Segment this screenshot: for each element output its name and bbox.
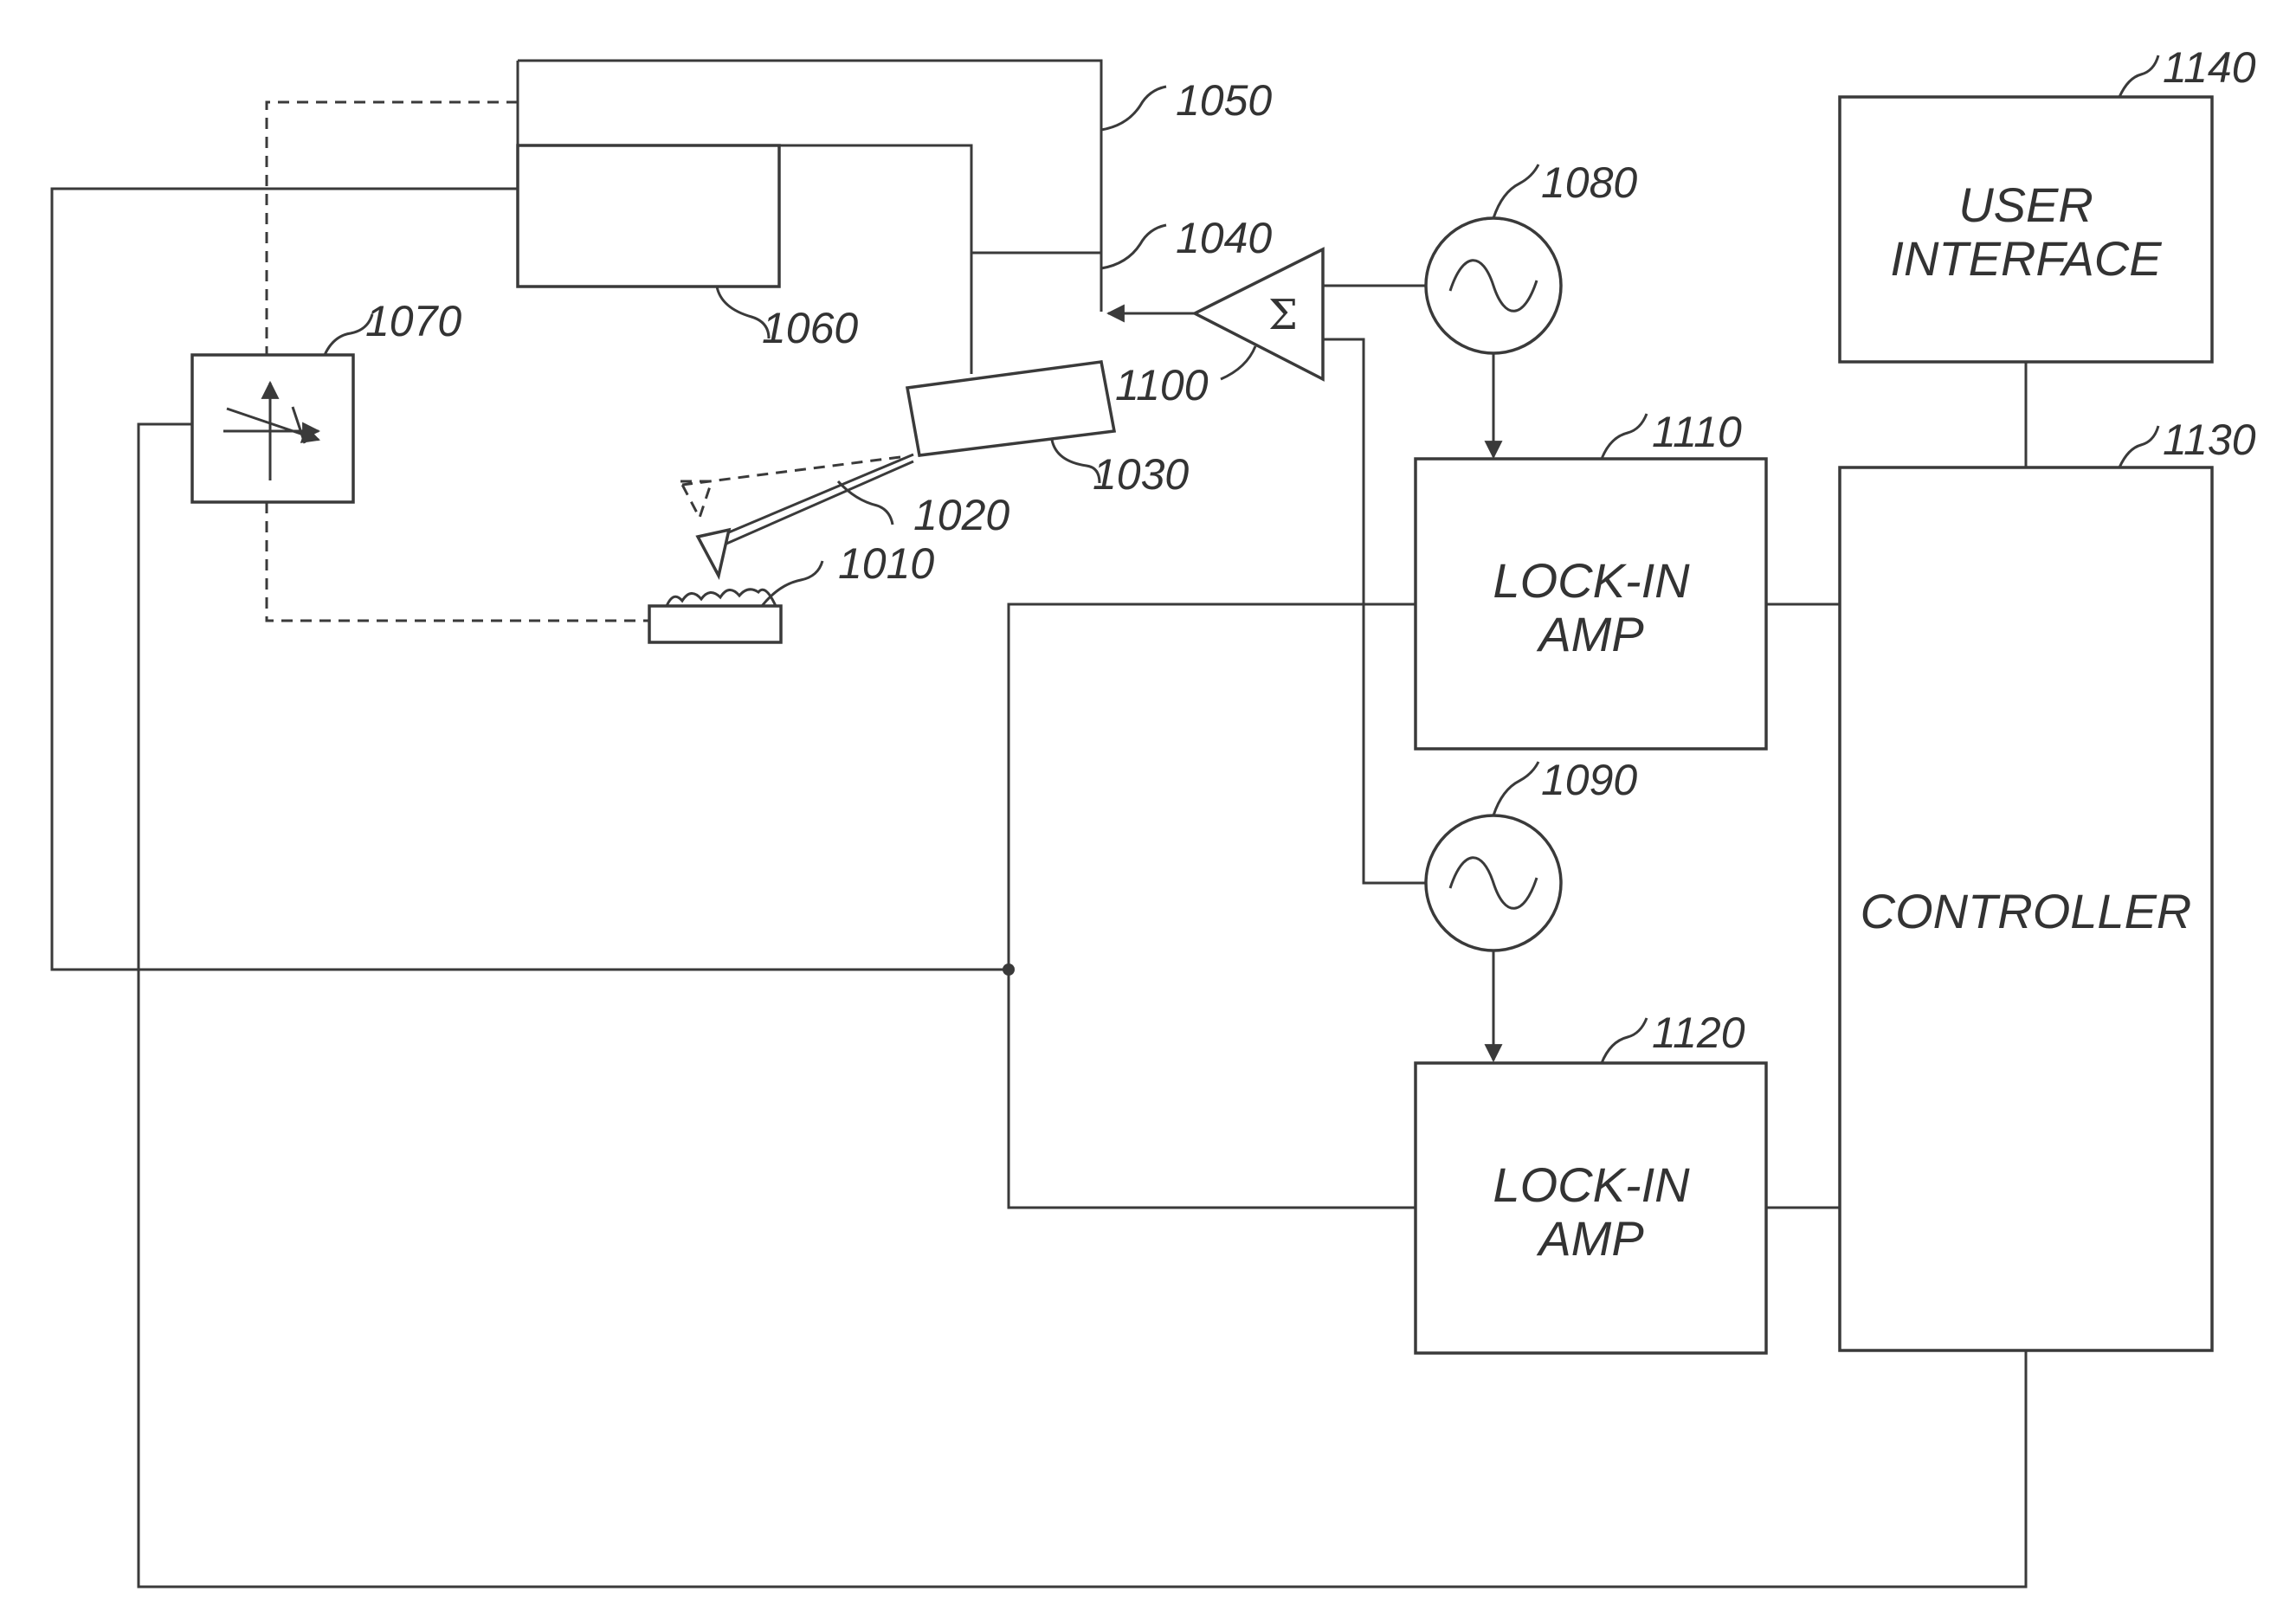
wire-bus-to-lockin1 [1009,604,1416,970]
ref-1070: 1070 [365,297,461,345]
wiring [52,102,2026,1587]
block-controller-1130: CONTROLLER [1840,467,2212,1350]
block-user-interface-1140: USER INTERFACE [1840,97,2212,362]
ref-1130: 1130 [2163,416,2256,464]
ref-1040: 1040 [1176,214,1272,262]
user-interface-label-1: USER [1958,177,2093,232]
leader-1110 [1602,414,1647,459]
detector-1070 [192,355,353,502]
ref-1010: 1010 [838,539,934,588]
ref-1050: 1050 [1176,76,1272,125]
probe-assembly [649,362,1114,642]
leader-1100 [1221,346,1255,379]
dashed-path-bottom [267,502,649,621]
lockin-1120-label-2: AMP [1536,1211,1643,1266]
leader-1090 [1493,762,1538,815]
leader-1040 [1101,225,1166,268]
scanner-assembly [518,61,1101,312]
sample-stage-1010 [649,606,781,642]
summer-sigma: Σ [1268,291,1298,339]
ref-1020: 1020 [913,491,1009,539]
ref-1110: 1110 [1652,408,1742,456]
leader-1080 [1493,164,1538,218]
probe-holder-1030 [907,362,1114,455]
leader-1060 [717,287,769,338]
oscillator-1090 [1426,815,1561,951]
summer-1100: Σ [1195,249,1323,379]
sample-surface-1010 [667,590,776,606]
cantilever-1020-lower [719,461,913,547]
wire-bus-to-lockin2 [1009,970,1416,1208]
leader-1050 [1101,87,1166,130]
leader-1020 [838,481,893,525]
user-interface-label-2: INTERFACE [1890,231,2162,286]
leader-1120 [1602,1018,1647,1063]
probe-tip-deflected [680,481,712,518]
ref-1080: 1080 [1541,158,1637,207]
probe-tip [698,530,729,576]
leader-1140 [2119,55,2158,97]
lockin-1120-label-1: LOCK-IN [1493,1157,1690,1212]
lockin-1110-label-1: LOCK-IN [1493,553,1690,608]
detector-box [192,355,353,502]
ref-1100: 1100 [1115,361,1209,409]
block-lockin-1110: LOCK-IN AMP [1416,459,1766,749]
oscillator-1080 [1426,218,1561,353]
block-lockin-1120: LOCK-IN AMP [1416,1063,1766,1353]
leader-1130 [2119,426,2158,467]
ref-1120: 1120 [1652,1009,1745,1057]
controller-label: CONTROLLER [1861,884,2192,938]
ref-1140: 1140 [2163,43,2256,92]
summer-triangle [1195,249,1323,379]
cantilever-1020 [708,454,913,541]
block-1060 [518,145,779,287]
ref-1090: 1090 [1541,756,1637,804]
ref-1030: 1030 [1093,450,1189,499]
lockin-1110-label-2: AMP [1536,607,1643,661]
wire-1090-to-summer [1323,339,1425,883]
ref-1060: 1060 [762,304,858,352]
